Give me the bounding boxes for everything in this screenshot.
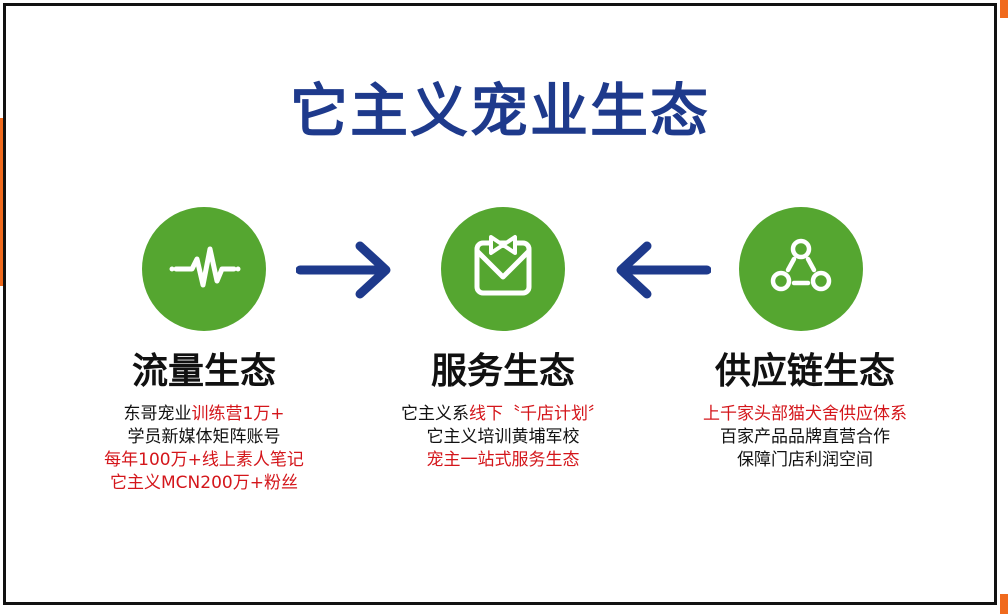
traffic-line-3: 每年100万+线上素人笔记: [44, 449, 364, 472]
traffic-line-2: 学员新媒体矩阵账号: [44, 426, 364, 449]
supply-line-3: 保障门店利润空间: [645, 449, 965, 472]
supply-heading: 供应链生态: [714, 351, 895, 392]
pulse-icon: [169, 246, 241, 288]
text-fragment: 它主义系: [401, 404, 469, 424]
tuxedo-icon: [474, 235, 532, 296]
arrow-right-icon: [296, 241, 391, 299]
traffic-heading: 流量生态: [131, 351, 276, 392]
highlight-fragment: 它主义MCN200万+粉丝: [110, 473, 298, 493]
traffic-description: 东哥宠业训练营1万+ 学员新媒体矩阵账号 每年100万+线上素人笔记 它主义MC…: [44, 403, 364, 495]
traffic-line-4: 它主义MCN200万+粉丝: [44, 472, 364, 495]
service-line-1: 它主义系线下〝千店计划〞: [343, 403, 663, 426]
orange-accent-right-top: [1000, 0, 1008, 18]
service-line-2: 它主义培训黄埔军校: [343, 426, 663, 449]
orange-accent-right-bottom: [1000, 594, 1008, 614]
service-description: 它主义系线下〝千店计划〞 它主义培训黄埔军校 宠主一站式服务生态: [343, 403, 663, 472]
supply-circle: [739, 207, 863, 331]
highlight-fragment: 线下〝千店计划〞: [469, 404, 605, 424]
text-fragment: 保障门店利润空间: [737, 450, 873, 470]
text-fragment: 百家产品品牌直营合作: [720, 427, 890, 447]
supply-line-1: 上千家头部猫犬舍供应体系: [645, 403, 965, 426]
service-line-3: 宠主一站式服务生态: [343, 449, 663, 472]
text-fragment: 东哥宠业: [123, 404, 192, 424]
text-fragment: 学员新媒体矩阵账号: [127, 427, 281, 447]
highlight-fragment: 上千家头部猫犬舍供应体系: [703, 404, 907, 424]
text-fragment: 它主义培训黄埔军校: [426, 427, 580, 447]
service-heading: 服务生态: [430, 351, 575, 392]
diagram-frame: 它主义宠业生态: [3, 3, 997, 605]
traffic-line-1: 东哥宠业训练营1万+: [44, 403, 364, 426]
page-title: 它主义宠业生态: [289, 77, 710, 145]
highlight-fragment: 训练营1万+: [191, 404, 285, 424]
network-icon: [770, 238, 832, 292]
supply-description: 上千家头部猫犬舍供应体系 百家产品品牌直营合作 保障门店利润空间: [645, 403, 965, 472]
highlight-fragment: 宠主一站式服务生态: [426, 450, 580, 470]
highlight-fragment: 每年100万+线上素人笔记: [104, 450, 304, 470]
service-circle: [441, 207, 565, 331]
arrow-left-icon: [616, 241, 711, 299]
traffic-circle: [142, 207, 266, 331]
supply-line-2: 百家产品品牌直营合作: [645, 426, 965, 449]
